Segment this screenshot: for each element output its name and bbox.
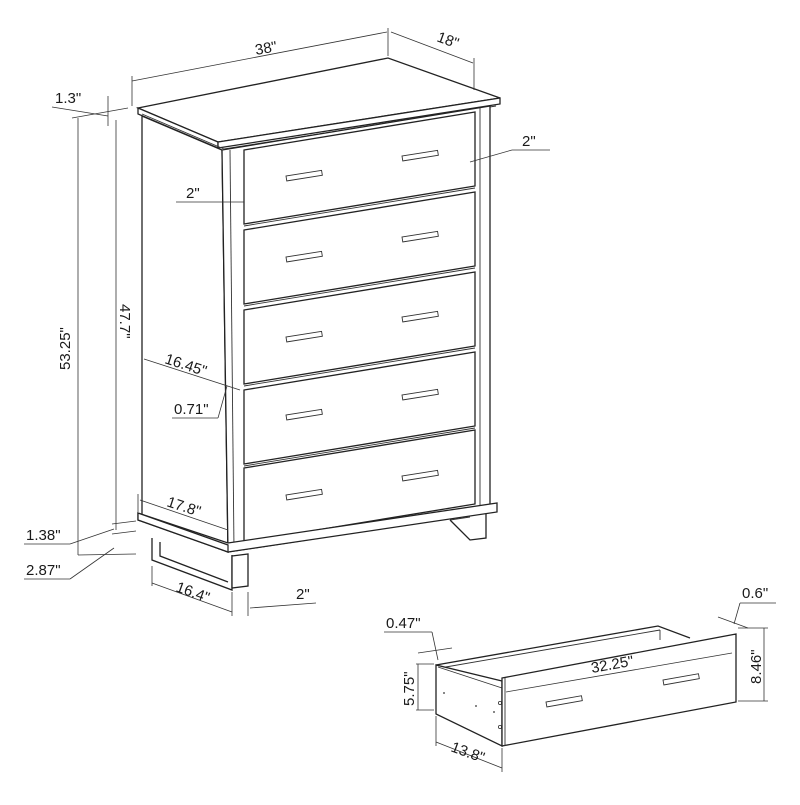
- drawer-front-4: [243, 351, 476, 465]
- drawer-illustration: [435, 625, 737, 748]
- dim-front-thickness: 0.6": [742, 585, 768, 602]
- dim-leg-height: 2.87": [26, 562, 61, 579]
- dim-box-height: 5.75": [401, 671, 418, 706]
- dim-side-thickness: 0.47": [386, 615, 421, 632]
- handle-icon: [285, 149, 439, 182]
- handle-icon: [285, 310, 439, 343]
- dim-drawer-margin-right: 2": [522, 133, 536, 150]
- dim-leg-depth: 16.4": [174, 579, 212, 607]
- drawer-front-3: [243, 271, 476, 385]
- dim-base-thickness: 1.38": [26, 527, 61, 544]
- dim-drawer-margin-left: 2": [186, 185, 200, 202]
- dim-front-height: 8.46": [748, 649, 765, 684]
- dim-body-height: 47.7": [116, 304, 133, 339]
- drawer-front-5: [243, 429, 476, 543]
- drawer-front-2: [243, 191, 476, 305]
- dim-depth-label: 18": [435, 29, 462, 53]
- handle-icon: [545, 673, 700, 708]
- dim-leg-width: 2": [296, 586, 310, 603]
- handle-icon: [285, 230, 439, 263]
- drawer-dimensions: 32.25" 0.47" 0.6" 5.75" 8.46" 13.8": [384, 585, 776, 772]
- dim-top-thickness: 1.3": [55, 90, 81, 107]
- dim-width: 38": [254, 38, 279, 59]
- drawer-handles: [285, 149, 439, 501]
- handle-icon: [285, 469, 439, 501]
- chest-legs: [151, 514, 487, 591]
- handle-icon: [285, 388, 439, 421]
- chest-illustration: [135, 57, 501, 591]
- dim-overall-height: 53.25": [57, 327, 74, 370]
- chest-drawers: [243, 111, 476, 547]
- chest-side-panel: [141, 115, 229, 553]
- dim-box-depth: 13.8": [449, 739, 487, 767]
- dim-side-inset: 0.71": [174, 401, 209, 418]
- drawer-front-1: [243, 111, 476, 225]
